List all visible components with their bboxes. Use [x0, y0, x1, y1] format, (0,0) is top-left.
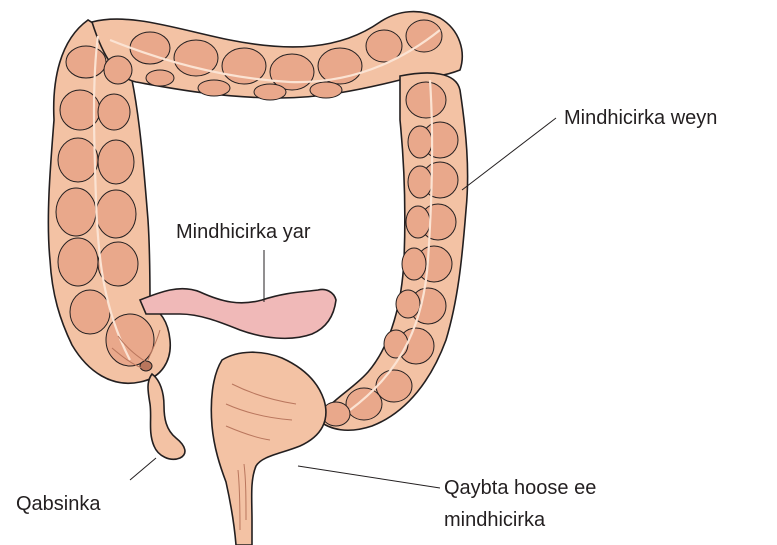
label-large-intestine: Mindhicirka weyn	[564, 107, 717, 129]
sigmoid-colon	[211, 352, 326, 545]
label-small-intestine: Mindhicirka yar	[176, 221, 311, 243]
leader-rectum	[298, 466, 440, 488]
appendix-illustration	[148, 374, 185, 459]
haustra-descending	[322, 82, 458, 426]
label-appendix: Qabsinka	[16, 493, 101, 515]
leader-large-intestine	[462, 118, 556, 190]
small-intestine-segment	[140, 289, 336, 339]
label-rectum-line1: Qaybta hoose ee	[444, 477, 596, 499]
label-rectum-line2: mindhicirka	[444, 509, 546, 531]
leader-appendix	[130, 458, 156, 480]
rectum-illustration	[211, 352, 326, 545]
